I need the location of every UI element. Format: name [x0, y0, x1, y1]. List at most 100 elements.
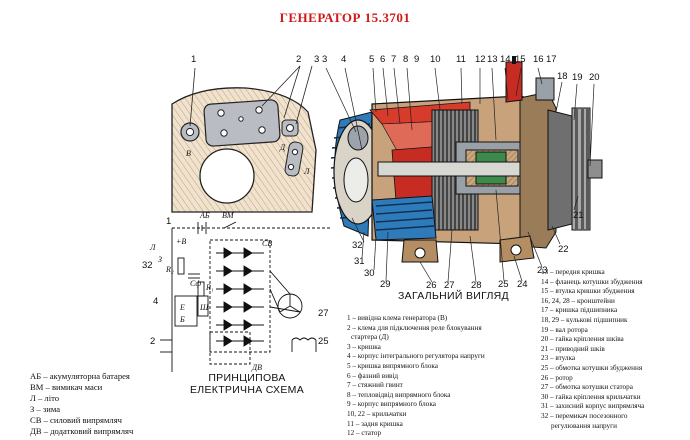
- legend-item: 31 – захисний корпус випрямляча: [541, 402, 645, 411]
- label-1: 1: [166, 216, 171, 227]
- label-plus-b: +В: [176, 237, 186, 246]
- generator-cutaway: [330, 56, 603, 263]
- legend-item: 9 – корпус випрямного блока: [347, 400, 436, 409]
- callout-4: 4: [341, 54, 346, 65]
- legend-item: 25 – обмотка котушки збудження: [541, 363, 643, 372]
- callout-27: 27: [444, 280, 455, 291]
- caption-principle-line2: ЕЛЕКТРИЧНА СХЕМА: [189, 384, 305, 396]
- electrical-schematic: [160, 221, 330, 372]
- callout-8: 8: [403, 54, 408, 65]
- legend-item: З – зима: [30, 403, 61, 414]
- plate-callout-2: 2: [296, 54, 301, 65]
- plate-position-l: Л: [303, 167, 310, 176]
- callout-18: 18: [557, 71, 568, 82]
- legend-item: 15 – втулка кришки збудження: [541, 287, 635, 296]
- callout-29: 29: [380, 279, 391, 290]
- label-sv: СВ: [262, 239, 272, 248]
- callout-leaders: [325, 67, 595, 283]
- legend-item: 19 – вал ротора: [541, 325, 588, 334]
- legend-item: 4 – корпус інтегрального регулятора напр…: [347, 352, 485, 361]
- callout-9: 9: [414, 54, 419, 65]
- label-sh: Ш: [199, 303, 209, 312]
- callout-25: 25: [498, 279, 509, 290]
- legend-item: 6 – фазний вивід: [347, 371, 399, 380]
- label-27: 27: [318, 308, 329, 319]
- legend-item: 16, 24, 28 – кронштейни: [541, 296, 615, 305]
- plate-callout-3: 3: [314, 54, 319, 65]
- callout-19: 19: [572, 72, 583, 83]
- callout-14: 14: [500, 54, 511, 65]
- label-r2: R₂: [165, 265, 174, 274]
- legend-item: 21 – приводний шків: [541, 344, 605, 353]
- callout-17: 17: [546, 54, 557, 65]
- label-4: 4: [153, 296, 158, 307]
- legend-item: АБ – акумуляторна батарея: [30, 371, 130, 381]
- legend-item: 30 – гайка кріплення крильчатки: [541, 392, 641, 401]
- legend-item: 14 – фланець котушки збудження: [541, 277, 643, 286]
- legend-item: 2 – клема для підключення реле блокуванн…: [347, 323, 482, 332]
- callout-16: 16: [533, 54, 544, 65]
- callout-7: 7: [391, 54, 396, 65]
- legend-item: 17 – кришка підшипника: [541, 306, 618, 315]
- label-2: 2: [150, 336, 155, 347]
- caption-general-view: ЗАГАЛЬНИЙ ВИГЛЯД: [398, 290, 509, 302]
- plate-callout-1: 1: [191, 54, 196, 65]
- label-e: Е: [179, 303, 185, 312]
- legend-parts-right: 13 – передня кришка 14 – фланець котушки…: [541, 268, 644, 431]
- caption-principle-line1: ПРИНЦИПОВА: [208, 372, 286, 384]
- callout-6: 6: [380, 54, 385, 65]
- legend-item: 11 – задня кришка: [347, 419, 403, 428]
- plate-terminal-b: В: [186, 149, 191, 158]
- callout-20: 20: [589, 72, 600, 83]
- callouts-other: 21 22 23 24 25 26 27 28 29 30 31 32: [352, 210, 584, 291]
- legend-item: 1 – вивідна клема генератора (В): [347, 314, 448, 322]
- legend-item: регулювання напруги: [551, 421, 617, 430]
- legend-item: 7 – стяжний гвинт: [347, 381, 403, 390]
- label-b: Б: [179, 315, 185, 324]
- callouts-top: 3 4 5 6 7 8 9 10 11 12 13 14 15 16 17 18…: [322, 54, 600, 83]
- legend-item: 8 – тепловідвід випрямного блока: [347, 390, 451, 399]
- callout-11: 11: [456, 54, 466, 65]
- legend-item: 10, 22 – крильчатки: [347, 409, 407, 418]
- legend-item: 20 – гайка кріплення шківа: [541, 335, 624, 344]
- legend-item: 32 – перемикач посезонного: [541, 411, 628, 420]
- callout-30: 30: [364, 268, 375, 279]
- rear-plate-view: [171, 65, 317, 213]
- legend-item: Л – літо: [30, 392, 60, 403]
- diagram-title: ГЕНЕРАТОР 15.3701: [279, 10, 411, 25]
- label-25: 25: [318, 336, 329, 347]
- label-z: З: [158, 255, 162, 264]
- schematic-labels: АБ ВМ СВ ДВ +В Л З 32 1 4 2 27 25 R₂ R₁ …: [142, 211, 329, 372]
- callout-10: 10: [430, 54, 441, 65]
- callout-15: 15: [515, 54, 526, 65]
- legend-item: СВ – силовий випрямляч: [30, 414, 122, 425]
- callout-31: 31: [354, 256, 365, 267]
- callout-3: 3: [322, 54, 327, 65]
- callout-5: 5: [369, 54, 374, 65]
- legend-item: 5 – кришка випрямного блока: [347, 361, 438, 370]
- label-ab: АБ: [199, 211, 210, 220]
- caption-principle-scheme: ПРИНЦИПОВА ЕЛЕКТРИЧНА СХЕМА: [182, 372, 312, 396]
- legend-abbreviations: АБ – акумуляторна батарея ВМ – вимикач м…: [30, 371, 133, 436]
- label-dv: ДВ: [251, 363, 262, 372]
- legend-item: 3 – кришка: [347, 342, 381, 351]
- label-cf: Сф: [190, 279, 201, 288]
- callout-13: 13: [487, 54, 498, 65]
- label-32: 32: [142, 260, 153, 271]
- callout-12: 12: [475, 54, 486, 65]
- legend-item: 23 – втулка: [541, 354, 576, 363]
- callout-24: 24: [517, 279, 528, 290]
- legend-parts-middle: 1 – вивідна клема генератора (В) 2 – кле…: [347, 314, 485, 439]
- plate-terminal-d: Д: [279, 143, 286, 152]
- callout-26: 26: [426, 280, 437, 291]
- label-l: Л: [149, 243, 156, 252]
- callout-21: 21: [573, 210, 584, 221]
- callout-23: 23: [537, 265, 548, 276]
- legend-item: 13 – передня кришка: [541, 268, 605, 276]
- legend-item: 27 – обмотка котушки статора: [541, 383, 633, 392]
- legend-item: ДВ – додатковий випрямляч: [30, 425, 134, 436]
- legend-item: 26 – ротор: [541, 373, 573, 382]
- label-vm: ВМ: [222, 211, 235, 220]
- legend-item: 12 – статор: [347, 429, 382, 438]
- callout-28: 28: [471, 280, 482, 291]
